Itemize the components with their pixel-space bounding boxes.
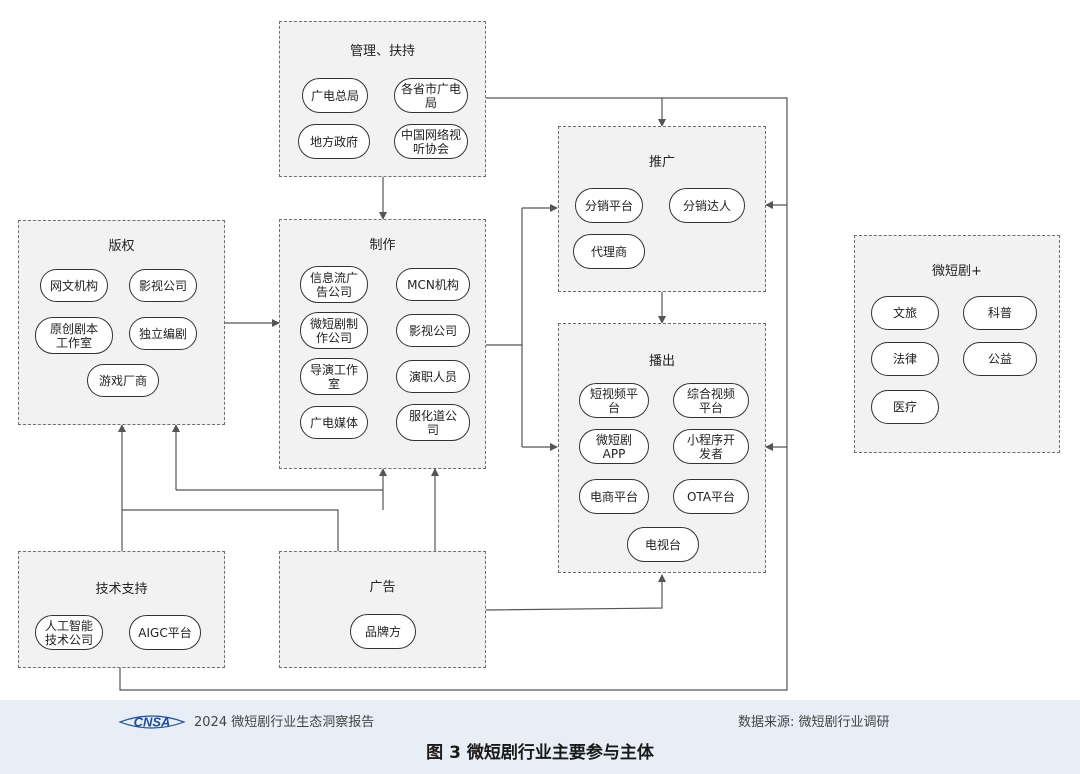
line-management-trunk [119, 97, 788, 691]
group-management: 管理、扶持 广电总局 各省市广电局 地方政府 中国网络视听协会 [279, 21, 486, 177]
group-title-management: 管理、扶持 [349, 44, 415, 59]
connector-lines [118, 97, 788, 691]
node-law: 法律 [871, 342, 939, 376]
group-title-plus: 微短剧+ [932, 264, 982, 279]
node-aigc-platform: AIGC平台 [129, 615, 201, 650]
group-title-copyright: 版权 [108, 239, 135, 254]
group-tech-support: 技术支持 人工智能技术公司 AIGC平台 [18, 551, 225, 668]
group-title-ads: 广告 [369, 580, 396, 595]
group-title-broadcast: 播出 [648, 354, 675, 369]
node-broadcast-media: 广电媒体 [300, 406, 368, 439]
ecosystem-diagram: 管理、扶持 广电总局 各省市广电局 地方政府 中国网络视听协会 版权 网文机构 … [18, 21, 1060, 691]
node-mini-program-developer: 小程序开发者 [673, 429, 749, 464]
node-independent-writer: 独立编剧 [129, 317, 197, 350]
node-comprehensive-video-platform: 综合视频平台 [673, 383, 749, 418]
group-promotion: 推广 分销平台 分销达人 代理商 [558, 126, 766, 292]
node-sarft: 广电总局 [302, 78, 368, 113]
report-title: 2024 微短剧行业生态洞察报告 [194, 715, 375, 730]
node-local-government: 地方政府 [298, 124, 370, 159]
node-tv-station: 电视台 [627, 527, 699, 562]
node-feed-ad-company: 信息流广告公司 [300, 266, 368, 303]
node-film-company: 影视公司 [129, 269, 197, 302]
group-production: 制作 信息流广告公司 MCN机构 微短剧制作公司 影视公司 导演工作室 演职人员… [279, 219, 486, 469]
node-ecommerce-platform: 电商平台 [579, 479, 649, 514]
node-distribution-platform: 分销平台 [575, 188, 643, 223]
node-brand: 品牌方 [350, 614, 416, 649]
node-public-welfare: 公益 [963, 342, 1037, 376]
figure-footer: CNSA 2024 微短剧行业生态洞察报告 数据来源: 微短剧行业调研 图 3 … [0, 700, 1080, 774]
group-short-drama-plus: 微短剧+ 文旅 科普 法律 公益 医疗 [854, 235, 1060, 453]
svg-text:CNSA: CNSA [134, 715, 171, 730]
line-production-split [486, 208, 523, 447]
node-game-company: 游戏厂商 [87, 364, 159, 397]
node-cast-crew: 演职人员 [396, 360, 470, 393]
node-popular-science: 科普 [963, 296, 1037, 330]
line-tech-branch [122, 509, 339, 551]
node-short-drama-app: 微短剧APP [579, 429, 649, 464]
node-medical: 医疗 [871, 390, 939, 424]
figure-caption: 图 3 微短剧行业主要参与主体 [426, 743, 654, 763]
node-script-studio: 原创剧本工作室 [35, 317, 113, 354]
node-culture-tourism: 文旅 [871, 296, 939, 330]
node-web-literature: 网文机构 [40, 269, 108, 302]
node-cnsa: 中国网络视听协会 [394, 124, 468, 159]
group-title-promotion: 推广 [648, 155, 675, 170]
node-agent: 代理商 [573, 234, 645, 269]
node-provincial-radio-tv: 各省市广电局 [394, 78, 468, 113]
data-source: 数据来源: 微短剧行业调研 [738, 715, 890, 730]
group-copyright: 版权 网文机构 影视公司 原创剧本工作室 独立编剧 游戏厂商 [18, 220, 225, 425]
cnsa-logo: CNSA [118, 715, 186, 730]
node-film-company-production: 影视公司 [396, 314, 470, 347]
node-costume-props: 服化道公司 [396, 404, 470, 441]
arrow-ads-to-broadcast [485, 574, 666, 611]
node-mcn: MCN机构 [396, 268, 470, 301]
node-ota-platform: OTA平台 [673, 479, 749, 514]
node-ai-company: 人工智能技术公司 [35, 615, 103, 650]
node-director-studio: 导演工作室 [300, 358, 368, 395]
node-short-video-platform: 短视频平台 [579, 383, 649, 418]
group-title-production: 制作 [369, 238, 396, 253]
group-title-tech: 技术支持 [95, 582, 148, 597]
node-short-drama-producer: 微短剧制作公司 [300, 312, 368, 349]
group-ads: 广告 品牌方 [279, 551, 486, 668]
group-broadcast: 播出 短视频平台 综合视频平台 微短剧APP 小程序开发者 电商平台 OTA平台… [558, 323, 766, 573]
node-distribution-influencer: 分销达人 [669, 188, 745, 223]
